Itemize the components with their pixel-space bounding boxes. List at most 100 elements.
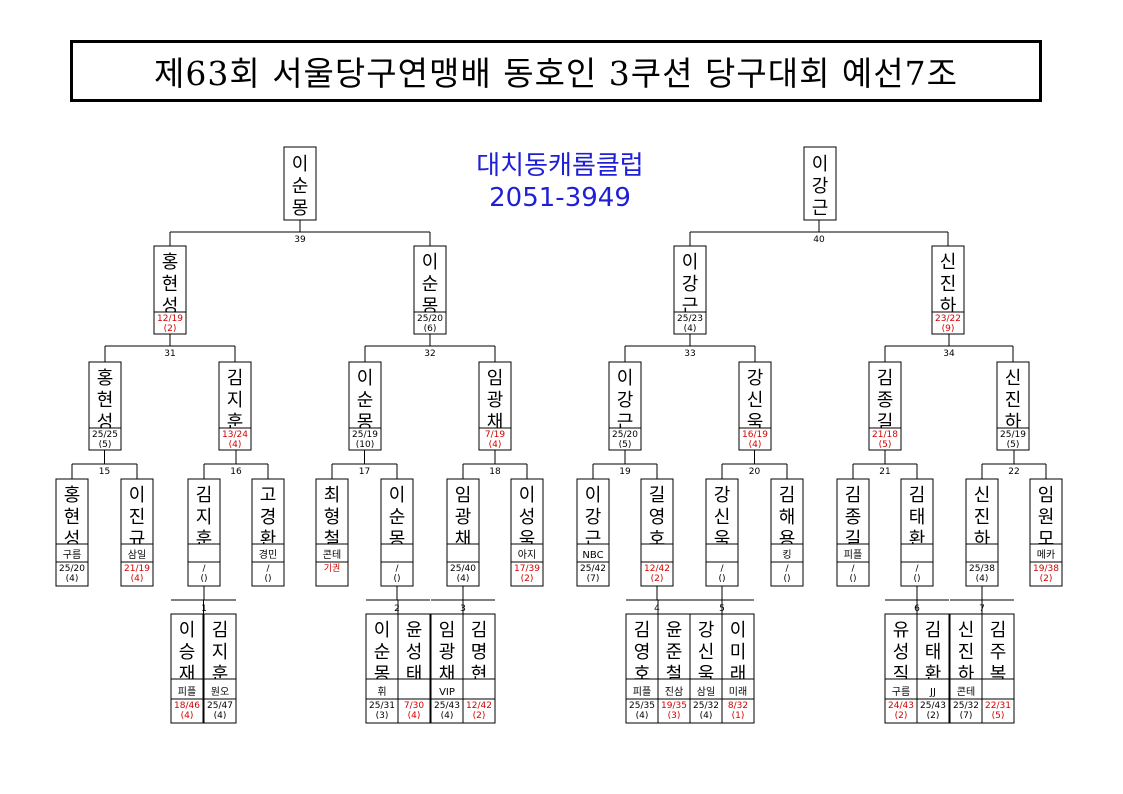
player-innings: (5) xyxy=(992,711,1005,721)
match-number: 15 xyxy=(99,467,110,477)
player-score: 25/38 xyxy=(969,564,995,574)
player-score-box xyxy=(1029,561,1063,587)
player-innings: (5) xyxy=(99,440,112,450)
player-score: 18/46 xyxy=(174,701,200,711)
player-name-box xyxy=(153,245,187,313)
player-club: 콘테 xyxy=(957,686,975,698)
player-club: 진삼 xyxy=(665,686,683,698)
player-innings: (7) xyxy=(960,711,973,721)
player-score: 19/35 xyxy=(661,701,687,711)
player-name-box xyxy=(120,478,154,545)
tournament-title: 제63회 서울당구연맹배 동호인 3쿠션 당구대회 예선7조 xyxy=(70,40,1042,102)
player-score-box xyxy=(996,427,1030,451)
player-club: 삼일 xyxy=(128,549,146,561)
match-number: 39 xyxy=(294,235,306,245)
player-innings: (4) xyxy=(229,440,242,450)
player-score: 25/43 xyxy=(920,701,946,711)
player-club: 콘테 xyxy=(323,549,341,561)
player-score: 12/42 xyxy=(466,701,492,711)
player-innings: (4) xyxy=(684,324,697,334)
player-score: 8/32 xyxy=(728,701,748,711)
player-name-box xyxy=(996,361,1030,429)
prelim-match-number: 3 xyxy=(460,604,466,614)
player-score: / xyxy=(915,564,919,574)
player-innings: (3) xyxy=(668,711,681,721)
prelim-match-number: 1 xyxy=(201,604,207,614)
player-name-box xyxy=(218,361,252,429)
player-name-box xyxy=(900,478,934,545)
player-innings: (4) xyxy=(131,574,144,584)
host-club-info: 대치동캐롬클럽 2051-3949 xyxy=(440,150,680,214)
player-club: 킹 xyxy=(782,549,791,561)
player-club-box xyxy=(446,543,480,563)
player-score-box xyxy=(170,698,204,724)
player-innings: () xyxy=(718,574,725,584)
player-score: 25/25 xyxy=(92,430,118,440)
player-score-box xyxy=(55,561,89,587)
player-score-box xyxy=(397,698,431,724)
player-name-box xyxy=(884,613,918,680)
player-name-box xyxy=(380,478,414,545)
player-name-box xyxy=(965,478,999,545)
player-innings: (4) xyxy=(976,574,989,584)
host-club-phone: 2051-3949 xyxy=(489,183,631,213)
player-name-box xyxy=(170,613,204,680)
player-innings: (4) xyxy=(181,711,194,721)
player-innings: (2) xyxy=(1040,574,1053,584)
match-number: 31 xyxy=(164,349,175,359)
player-innings: () xyxy=(393,574,400,584)
player-name-box xyxy=(510,478,544,545)
player-innings: (4) xyxy=(489,440,502,450)
player-score: 7/30 xyxy=(404,701,424,711)
player-score-box xyxy=(251,561,285,587)
player-score: 16/19 xyxy=(742,430,768,440)
player-innings: (2) xyxy=(473,711,486,721)
match-number: 40 xyxy=(813,235,825,245)
player-name-box xyxy=(770,478,804,545)
player-name-box xyxy=(315,478,349,545)
player-score: 25/32 xyxy=(693,701,719,711)
player-innings: (4) xyxy=(441,711,454,721)
player-score: 13/24 xyxy=(222,430,248,440)
player-innings: (5) xyxy=(1007,440,1020,450)
player-score: 12/19 xyxy=(157,314,183,324)
player-club: 삼일 xyxy=(697,686,715,698)
player-club: 메카 xyxy=(1037,549,1055,561)
player-score: 25/20 xyxy=(612,430,638,440)
player-club: 아지 xyxy=(518,549,536,561)
player-score: 25/35 xyxy=(629,701,655,711)
player-name-box xyxy=(576,478,610,545)
player-innings: (4) xyxy=(66,574,79,584)
player-score: / xyxy=(202,564,206,574)
player-name-box xyxy=(836,478,870,545)
player-score-box xyxy=(510,561,544,587)
player-club: JJ xyxy=(929,687,936,698)
player-score-box xyxy=(981,698,1015,724)
match-number: 21 xyxy=(879,467,890,477)
player-score-box xyxy=(576,561,610,587)
player-club: 피플 xyxy=(178,686,196,698)
player-club: 피플 xyxy=(633,686,651,698)
player-club-box xyxy=(900,543,934,563)
player-name-box xyxy=(705,478,739,545)
player-club: 경민 xyxy=(259,548,277,561)
player-name-box xyxy=(1029,478,1063,545)
player-name-box xyxy=(88,361,122,429)
player-score-box xyxy=(120,561,154,587)
player-club: 구름 xyxy=(63,549,81,561)
